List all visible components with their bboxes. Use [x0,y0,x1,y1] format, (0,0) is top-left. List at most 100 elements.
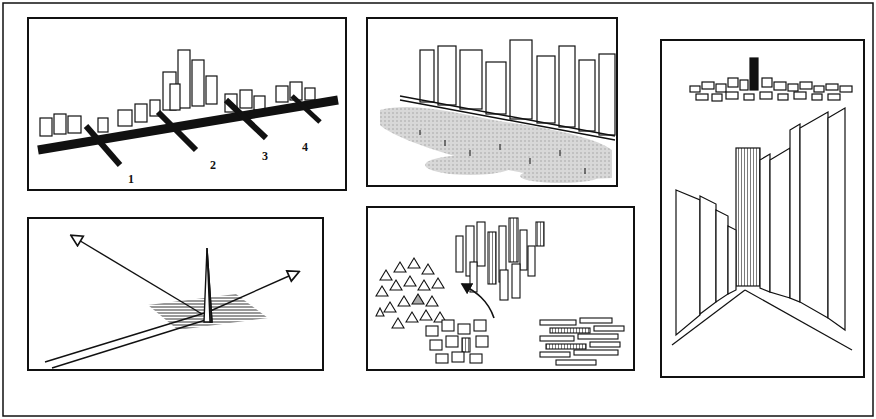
sketch-stroke [728,78,738,87]
sketch-stroke [488,232,496,284]
sketch-stroke [770,148,790,298]
sketch-stroke [528,246,535,276]
sketch-stroke [204,248,212,322]
sketch-stroke [578,334,618,339]
sketch-stroke [438,46,456,105]
sketch-stroke [828,108,845,330]
sketch-stroke [520,169,600,183]
sketch-stroke [68,116,81,133]
sketch-stroke [574,350,618,355]
sketch-stroke [158,112,196,150]
sketch-stroke [540,318,624,365]
sketch-stroke [580,318,612,323]
sketch-stroke [740,80,748,90]
sketch-stroke [72,236,202,314]
sketch-stroke [760,92,772,99]
sketch-stroke [800,112,828,318]
callout-number: 3 [262,149,268,163]
sketch-stroke [470,354,482,363]
callout-number: 4 [302,140,308,154]
sketch-stroke [436,354,448,363]
sketch-stroke [276,86,288,102]
sketch-stroke [826,84,838,90]
sketch-stroke [390,280,402,290]
sketch-stroke [814,86,824,92]
sketch-stroke [367,207,634,370]
sketch-stroke [420,50,434,102]
sketch-stroke [422,264,434,274]
sketch-stroke [546,344,586,349]
sketch-stroke [560,150,561,156]
sketch-stroke [426,296,438,306]
sketch-stroke [702,82,714,89]
sketch-stroke [400,96,615,136]
sketch-stroke [118,110,132,126]
sketch-stroke [420,130,421,135]
sketch-stroke [54,114,66,134]
sketch-stroke [599,54,615,135]
sketch-stroke [376,308,384,316]
sketch-stroke [661,40,864,377]
panel-districts [367,207,634,370]
sketch-stroke [745,290,852,350]
sketch-stroke [788,84,798,91]
sketch-stroke [408,258,420,268]
sketch-stroke [840,86,852,92]
sketch-stroke [226,100,266,138]
sketch-stroke [400,100,615,140]
sketch-stroke [790,124,800,302]
sketch-stroke [135,104,147,122]
panel-landmark-vista [661,40,864,377]
sketch-stroke [537,56,555,123]
sketch-stroke [170,84,180,110]
sketch-stroke [690,58,852,101]
sketch-stroke [716,84,726,92]
sketch-stroke [728,226,736,294]
outer-frame [3,3,873,416]
sketch-stroke [420,130,585,174]
sketch-stroke [690,86,700,92]
sketch-stroke [509,218,518,262]
sketch-stroke [700,196,716,314]
sketch-stroke [559,46,575,127]
sketch-stroke [384,302,396,312]
sketch-stroke [192,60,204,106]
sketch-stroke [774,82,786,90]
sketch-stroke [240,90,252,108]
sketch-stroke [536,222,544,246]
sketch-stroke [676,190,700,335]
sketch-stroke [425,155,515,175]
sketch-stroke [530,158,531,164]
sketch-stroke [476,336,488,347]
sketch-stroke [744,94,754,100]
sketch-stroke [716,210,728,302]
sketch-stroke [28,218,323,370]
sketch-stroke [98,118,108,132]
sketch-stroke [462,284,494,318]
sketch-stroke [392,318,404,328]
sketch-stroke [500,144,501,150]
callout-number: 2 [210,158,216,172]
sketch-stroke [520,230,527,270]
sketch-stroke [412,294,424,304]
sketch-stroke [750,58,758,90]
callout-number: 1 [128,172,134,186]
sketch-stroke [420,40,615,135]
sketch-stroke [292,96,320,122]
sketch-stroke [556,360,596,365]
sketch-stroke [28,18,346,190]
sketch-stroke [726,92,738,99]
sketch-stroke [736,148,760,286]
sketch-stroke [474,320,486,331]
sketch-stroke [760,154,770,292]
sketch-stroke [794,92,806,99]
sketch-stroke [672,290,745,345]
sketch-stroke [442,320,454,331]
sketch-stroke [486,62,506,114]
sketch-stroke [470,150,471,156]
sketch-stroke [828,94,840,100]
sketch-stroke [367,18,617,186]
sketch-stroke [585,168,586,174]
sketch-stroke [510,40,532,119]
